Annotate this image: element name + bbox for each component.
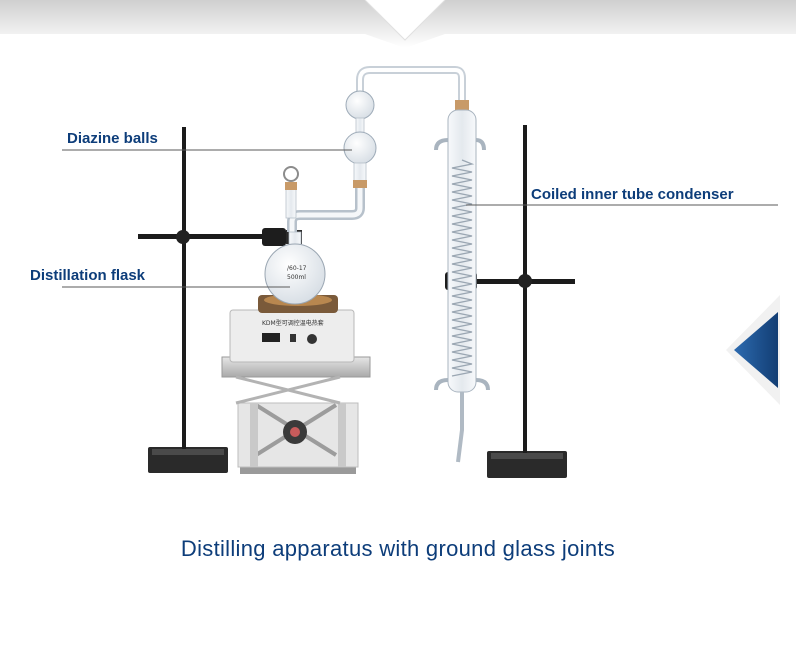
- leader-lines: [62, 149, 778, 288]
- label-condenser: Coiled inner tube condenser: [531, 186, 734, 203]
- top-notch-highlight: [364, 0, 446, 41]
- side-arrow-decoration: [726, 295, 780, 405]
- flask-volume: 500ml: [287, 274, 306, 281]
- glassware: /60-17 500ml: [264, 66, 490, 463]
- heater-panel-text: KDM型可调控温电热套: [262, 319, 324, 327]
- lab-jack: [221, 356, 371, 474]
- caption: Distilling apparatus with ground glass j…: [180, 536, 616, 561]
- flask-code: /60-17: [287, 265, 307, 272]
- label-distillation-flask: Distillation flask: [30, 267, 146, 284]
- label-diazine-balls: Diazine balls: [67, 130, 158, 147]
- condenser-coil: [451, 159, 475, 377]
